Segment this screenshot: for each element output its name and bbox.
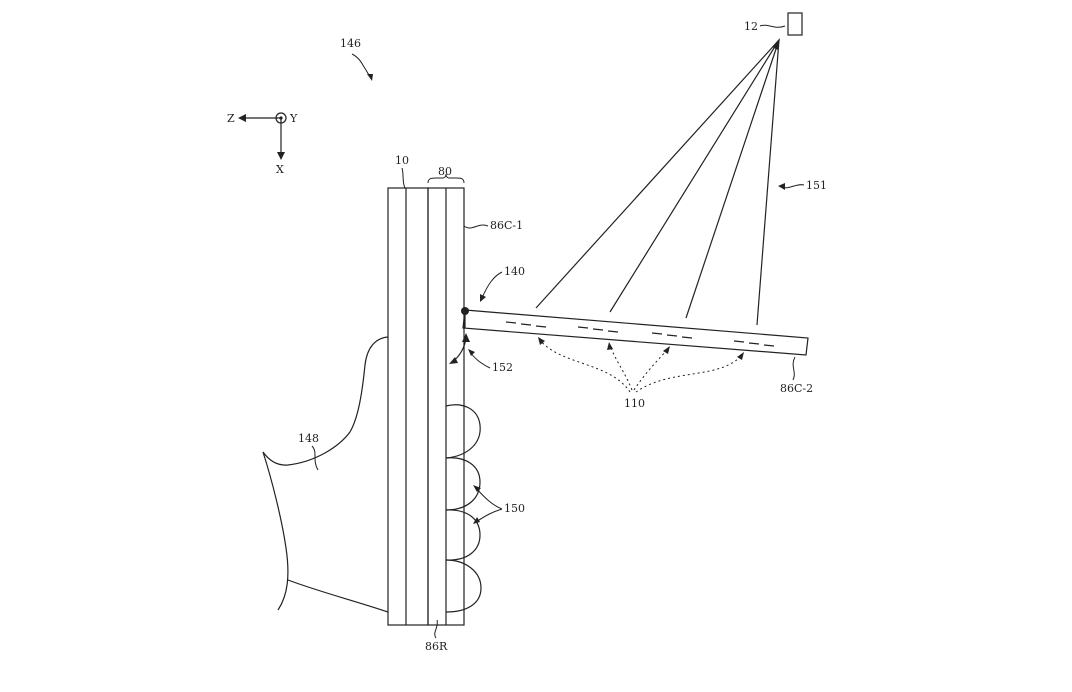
ref-86c1: 86C-1	[490, 219, 523, 232]
device-10	[387, 187, 465, 626]
panel-86c2	[462, 309, 809, 356]
ref-140: 140	[504, 265, 525, 278]
hand-148	[262, 336, 389, 613]
ref-152: 152	[492, 361, 513, 374]
ref-10: 10	[395, 154, 409, 167]
ref-148: 148	[298, 432, 319, 445]
ref-146: 146	[340, 37, 361, 50]
fingers-150	[445, 404, 482, 613]
axis-x-label: X	[276, 163, 284, 176]
ref-151: 151	[806, 179, 827, 192]
ref-12: 12	[744, 20, 758, 33]
emitters-110	[538, 337, 744, 393]
ref-80: 80	[438, 165, 452, 178]
ref-86r: 86R	[425, 640, 448, 653]
axis-z-label: Z	[227, 112, 235, 125]
axis-y-label: Y	[289, 112, 298, 125]
ref-110: 110	[624, 397, 645, 410]
light-rays-151	[535, 38, 780, 326]
ref-86c2: 86C-2	[780, 382, 813, 395]
viewer-12: 12	[744, 12, 803, 36]
ref-150: 150	[504, 502, 525, 515]
axis-indicator: Z Y X	[227, 112, 298, 176]
